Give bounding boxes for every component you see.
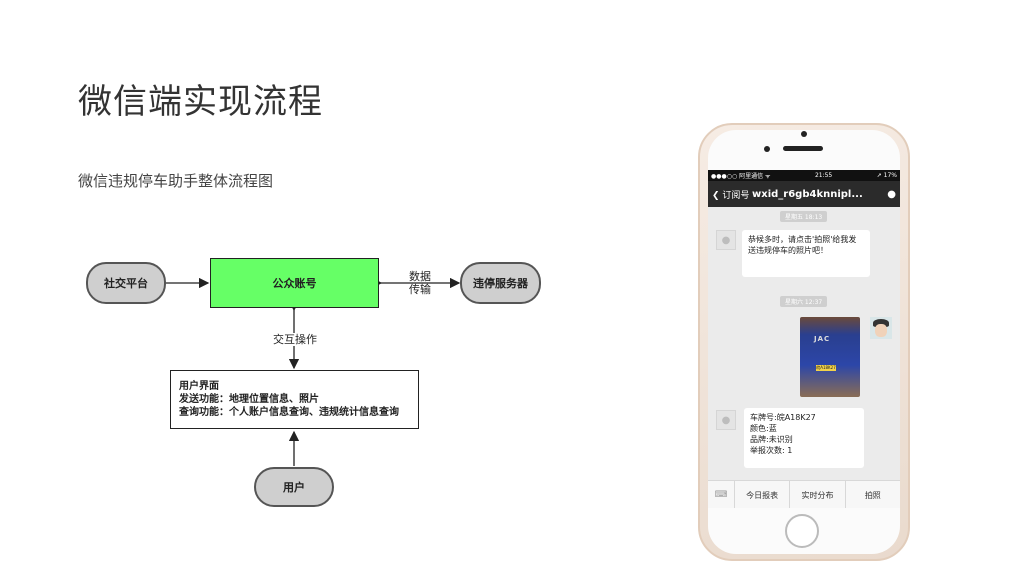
- status-bar: ●●●○○ 阿里通信 ᯤ 21:55 ➚ 17%: [708, 170, 900, 181]
- msg3-brand: 品牌:未识别: [750, 435, 793, 444]
- bot-avatar-icon-2: ●: [716, 410, 736, 430]
- page-title: 微信端实现流程: [78, 82, 323, 122]
- earpiece-speaker: [783, 146, 823, 151]
- node-public-account: 公众账号: [210, 258, 379, 308]
- profile-icon[interactable]: ●: [887, 188, 896, 200]
- status-carrier: ●●●○○ 阿里通信 ᯤ: [711, 173, 771, 180]
- time-chip-1: 星期五 18:13: [780, 211, 828, 222]
- edge-label-data: 数据 传输: [402, 270, 438, 296]
- chat-title: wxid_r6gb4knnipl...: [752, 188, 863, 200]
- edge-label-data-1: 数据: [409, 270, 431, 283]
- edge-label-interaction: 交互操作: [266, 333, 324, 346]
- sent-photo[interactable]: JAC 皖A18K27: [800, 317, 860, 397]
- status-battery: ➚ 17%: [876, 172, 897, 179]
- node-user: 用户: [254, 467, 334, 507]
- back-button[interactable]: ❮ 订阅号: [712, 190, 750, 201]
- back-label: 订阅号: [722, 190, 750, 201]
- chat-navbar: ❮ 订阅号 wxid_r6gb4knnipl... ●: [708, 181, 900, 207]
- msg3-color: 颜色:蓝: [750, 424, 777, 433]
- home-button[interactable]: [785, 514, 819, 548]
- menu-take-photo[interactable]: 拍照: [864, 490, 881, 500]
- ui-box-line3: 查询功能：个人账户信息查询、违规统计信息查询: [179, 407, 399, 418]
- avatar-face: [875, 324, 887, 337]
- user-avatar: [870, 317, 892, 339]
- msg3-count: 举报次数: 1: [750, 446, 793, 455]
- node-user-interface: 用户界面 发送功能：地理位置信息、照片 查询功能：个人账户信息查询、违规统计信息…: [170, 370, 419, 429]
- status-time: 21:55: [814, 172, 833, 179]
- chat-menu-bar: ⌨ 今日报表 实时分布 拍照: [708, 480, 900, 508]
- keyboard-icon[interactable]: ⌨: [708, 481, 735, 508]
- message-bubble-3: 车牌号:皖A18K27 颜色:蓝 品牌:未识别 举报次数: 1: [744, 408, 864, 468]
- ui-box-line1: 用户界面: [179, 381, 219, 392]
- message-bubble-1: 恭候多时，请点击'拍照'给我发送违规停车的照片吧！: [742, 230, 870, 277]
- edge-label-data-2: 传输: [409, 283, 431, 296]
- msg3-plate: 车牌号:皖A18K27: [750, 413, 816, 422]
- bot-avatar-icon: ●: [716, 230, 736, 250]
- page-subtitle: 微信违规停车助手整体流程图: [78, 172, 274, 190]
- node-social-platform: 社交平台: [86, 262, 166, 304]
- photo-truck-logo: JAC: [814, 335, 831, 343]
- menu-today-report[interactable]: 今日报表: [735, 481, 791, 508]
- phone-screen: ●●●○○ 阿里通信 ᯤ 21:55 ➚ 17% ❮ 订阅号 wxid_r6gb…: [708, 170, 900, 508]
- ui-box-line2: 发送功能：地理位置信息、照片: [179, 394, 319, 405]
- avatar-hair: [873, 319, 889, 327]
- front-camera: [801, 131, 807, 137]
- node-violation-server: 违停服务器: [460, 262, 541, 304]
- time-chip-2: 星期六 12:37: [780, 296, 828, 307]
- photo-plate: 皖A18K27: [816, 365, 836, 371]
- menu-realtime-distribution[interactable]: 实时分布: [790, 481, 846, 508]
- sensor-dot: [764, 146, 770, 152]
